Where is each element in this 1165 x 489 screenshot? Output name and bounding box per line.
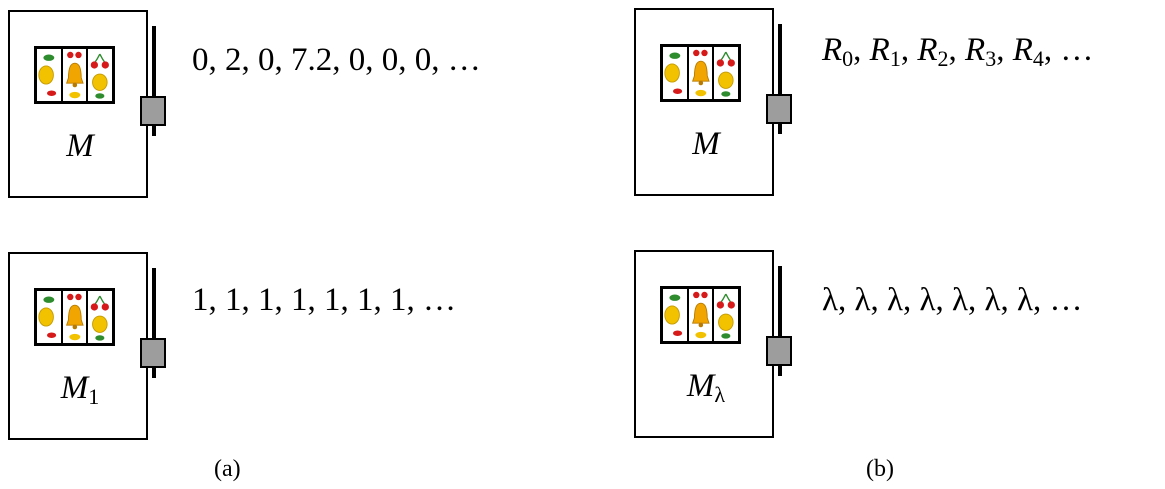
bell-icon bbox=[63, 49, 87, 101]
lever-icon bbox=[778, 266, 782, 376]
sequence-term: R bbox=[1012, 32, 1033, 68]
sequence-term: R bbox=[822, 32, 843, 68]
reward-sequence: 0, 2, 0, 7.2, 0, 0, 0, … bbox=[192, 42, 481, 78]
machine-label-subscript: λ bbox=[714, 382, 726, 407]
reel bbox=[689, 47, 715, 99]
reel bbox=[63, 49, 89, 101]
machine-label: M1 bbox=[10, 370, 150, 410]
lever-handle bbox=[140, 338, 166, 368]
machine-cabinet: M bbox=[8, 10, 148, 198]
lever-icon bbox=[152, 268, 156, 378]
machine-label-main: M bbox=[66, 128, 94, 164]
sequence-tail: , … bbox=[1043, 32, 1094, 68]
sequence-term-subscript: 3 bbox=[985, 46, 997, 71]
reward-sequence: λ, λ, λ, λ, λ, λ, λ, … bbox=[822, 282, 1083, 318]
reel bbox=[63, 291, 89, 343]
reel bbox=[714, 47, 738, 99]
lever-icon bbox=[778, 24, 782, 134]
sequence-term: R bbox=[917, 32, 938, 68]
machine-label-main: M bbox=[692, 126, 720, 162]
panel-caption: (b) bbox=[866, 456, 894, 482]
cherry-icon bbox=[714, 47, 738, 99]
reward-sequence: 1, 1, 1, 1, 1, 1, 1, … bbox=[192, 282, 456, 318]
sequence-term: R bbox=[869, 32, 890, 68]
cherry-icon bbox=[88, 49, 112, 101]
cherry-icon bbox=[88, 291, 112, 343]
bell-icon bbox=[689, 289, 713, 341]
bell-icon bbox=[689, 47, 713, 99]
slot-machine-icon: M bbox=[634, 8, 804, 208]
lemon-icon bbox=[37, 49, 61, 101]
panel-caption: (a) bbox=[214, 456, 241, 482]
machine-cabinet: M1 bbox=[8, 252, 148, 440]
reel bbox=[714, 289, 738, 341]
reward-sequence: R0, R1, R2, R3, R4, … bbox=[822, 32, 1094, 71]
reel-window bbox=[34, 288, 115, 346]
sequence-term-subscript: 0 bbox=[842, 46, 854, 71]
reel bbox=[88, 49, 112, 101]
reel bbox=[663, 47, 689, 99]
sequence-term-subscript: 1 bbox=[889, 46, 901, 71]
lever-handle bbox=[140, 96, 166, 126]
reel bbox=[88, 291, 112, 343]
slot-machine-icon: M1 bbox=[8, 252, 178, 452]
lemon-icon bbox=[663, 47, 687, 99]
reel-window bbox=[660, 286, 741, 344]
lever-handle bbox=[766, 336, 792, 366]
lever-handle bbox=[766, 94, 792, 124]
machine-label-main: M bbox=[686, 368, 715, 404]
machine-label: M bbox=[10, 128, 150, 165]
slot-machine-icon: M bbox=[8, 10, 178, 210]
reel bbox=[689, 289, 715, 341]
slot-machine-icon: Mλ bbox=[634, 250, 804, 450]
machine-label-subscript: 1 bbox=[88, 384, 100, 409]
reel-window bbox=[660, 44, 741, 102]
cherry-icon bbox=[714, 289, 738, 341]
lever-icon bbox=[152, 26, 156, 136]
lemon-icon bbox=[37, 291, 61, 343]
sequence-term: R bbox=[965, 32, 986, 68]
bell-icon bbox=[63, 291, 87, 343]
sequence-term-subscript: 4 bbox=[1032, 46, 1044, 71]
reel-window bbox=[34, 46, 115, 104]
machine-label: Mλ bbox=[636, 368, 776, 408]
reel bbox=[37, 291, 63, 343]
machine-cabinet: Mλ bbox=[634, 250, 774, 438]
machine-label: M bbox=[636, 126, 776, 163]
machine-label-main: M bbox=[60, 370, 89, 406]
reel bbox=[37, 49, 63, 101]
sequence-term-subscript: 2 bbox=[937, 46, 949, 71]
machine-cabinet: M bbox=[634, 8, 774, 196]
lemon-icon bbox=[663, 289, 687, 341]
reel bbox=[663, 289, 689, 341]
